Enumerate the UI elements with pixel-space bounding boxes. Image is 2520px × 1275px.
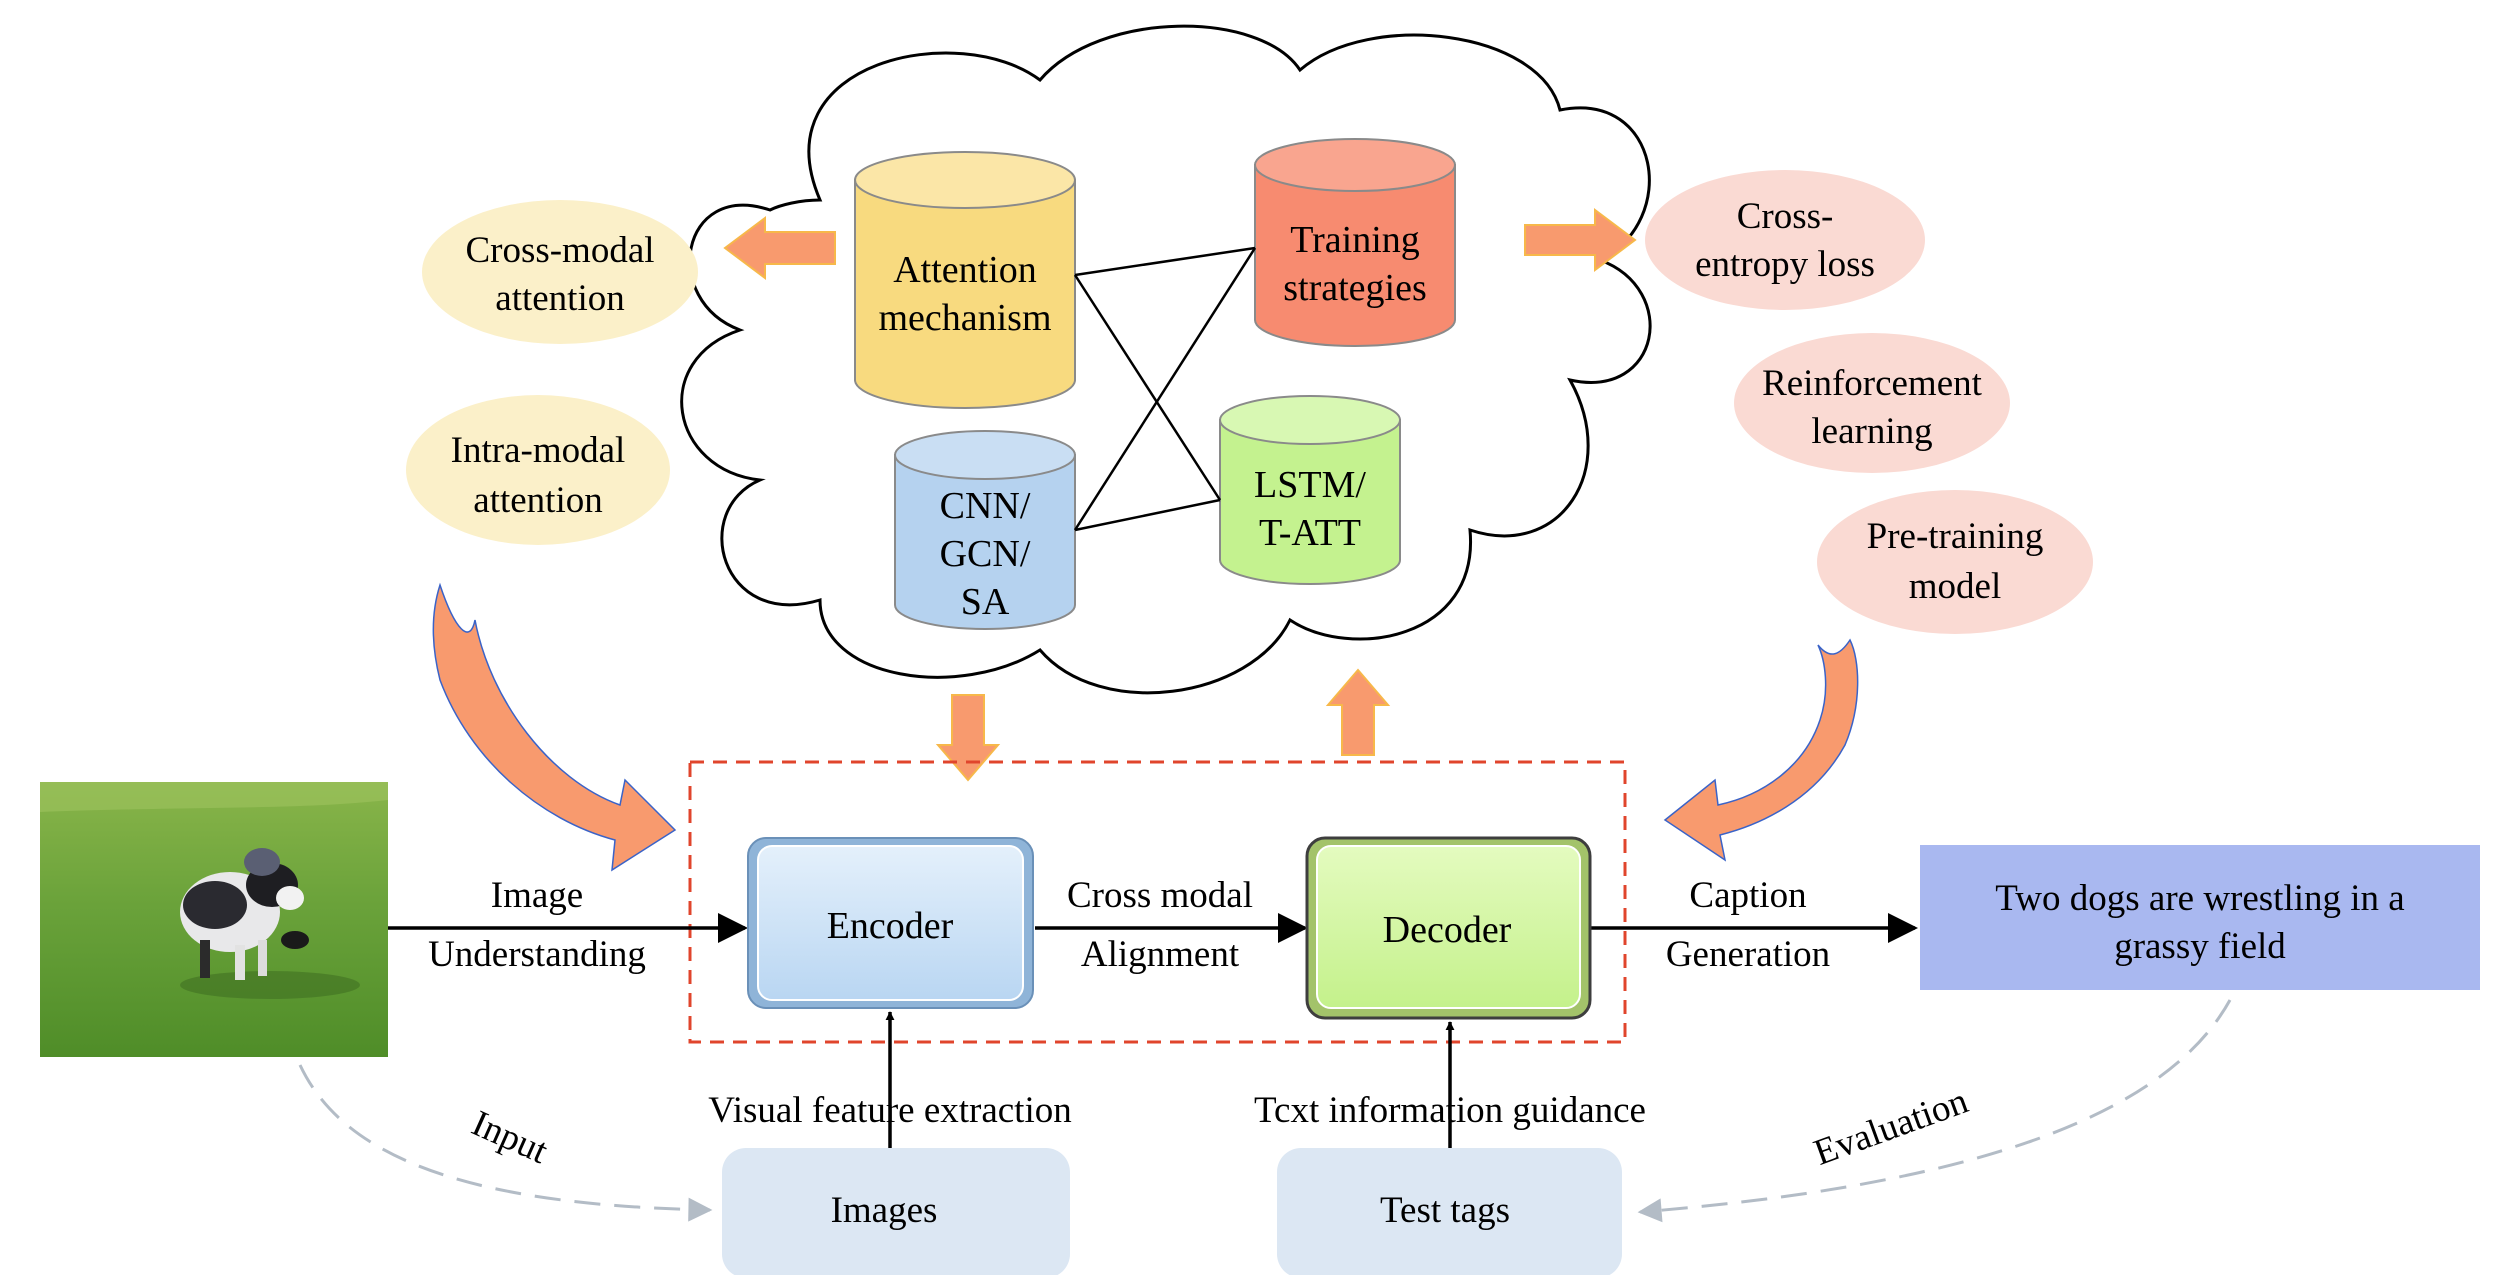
cross-modal-label-2: attention: [495, 278, 624, 319]
training-strategies-label: Training: [1290, 219, 1420, 261]
intra-modal-label-2: attention: [473, 480, 602, 521]
reinforcement-learning-oval: Reinforcement learning: [1734, 333, 2010, 473]
decoder-label: Decoder: [1383, 909, 1512, 951]
evaluation-label: Evaluation: [1809, 1081, 1974, 1174]
input-label: Input: [466, 1103, 555, 1173]
visual-feature-label: Visual feature extraction: [708, 1090, 1072, 1131]
cloud-shape: [680, 24, 1652, 695]
arrow-to-cross-modal: [723, 216, 836, 280]
output-caption-text-2: grassy field: [2114, 926, 2286, 967]
intra-modal-label: Intra-modal: [451, 430, 626, 471]
cross-modal-alignment-label: Cross modal: [1067, 875, 1253, 916]
cnn-label: CNN/: [940, 485, 1031, 527]
images-label: Images: [831, 1190, 938, 1231]
training-strategies-label-2: strategies: [1283, 267, 1427, 309]
curved-arrow-left: [432, 582, 677, 872]
attention-mechanism-label-2: mechanism: [878, 297, 1051, 339]
output-caption-box: Two dogs are wrestling in a grassy field: [1920, 845, 2480, 990]
lstm-label: LSTM/: [1254, 464, 1366, 506]
reinforcement-label: Reinforcement: [1762, 363, 1983, 404]
caption-generation-label-2: Generation: [1666, 934, 1830, 975]
dog-photo: [40, 782, 388, 1057]
arrow-cloud-to-encoder: [935, 694, 1001, 782]
image-understanding-label-2: Understanding: [428, 934, 646, 975]
input-arrow: [298, 1064, 713, 1222]
curved-arrow-right: [1663, 638, 1859, 862]
reinforcement-label-2: learning: [1811, 411, 1932, 452]
intra-modal-attention-oval: Intra-modal attention: [406, 395, 670, 545]
evaluation-arrow: [1637, 999, 2232, 1223]
cross-modal-alignment-label-2: Alignment: [1081, 934, 1240, 975]
cross-entropy-loss-oval: Cross- entropy loss: [1645, 170, 1925, 310]
encoder-label: Encoder: [827, 905, 954, 947]
encoder-box: Encoder: [747, 837, 1034, 1009]
sa-label: SA: [961, 581, 1010, 623]
pre-training-label: Pre-training: [1867, 516, 2044, 557]
text-guidance-label: Tcxt information guidance: [1254, 1090, 1646, 1131]
arrow-to-cross-entropy: [1524, 208, 1637, 272]
image-understanding-label: Image: [491, 875, 583, 916]
images-box: Images: [722, 1148, 1070, 1275]
gcn-label: GCN/: [940, 533, 1031, 575]
arrow-decoder-to-cloud: [1325, 668, 1391, 756]
cross-entropy-label-2: entropy loss: [1695, 244, 1875, 285]
attention-mechanism-label: Attention: [893, 249, 1037, 291]
caption-generation-label: Caption: [1689, 875, 1806, 916]
output-caption-text: Two dogs are wrestling in a: [1995, 878, 2404, 919]
attention-mechanism-cylinder: Attention mechanism: [854, 151, 1076, 409]
training-strategies-cylinder: Training strategies: [1254, 138, 1456, 347]
decoder-box: Decoder: [1305, 836, 1592, 1020]
encoder-decoder-frame: [688, 760, 1627, 1044]
cnn-gcn-sa-cylinder: CNN/ GCN/ SA: [894, 430, 1076, 630]
test-tags-box: Test tags: [1277, 1148, 1622, 1275]
cross-modal-attention-oval: Cross-modal attention: [422, 200, 698, 344]
test-tags-label: Test tags: [1380, 1190, 1510, 1231]
pre-training-label-2: model: [1909, 566, 2001, 607]
cross-entropy-label: Cross-: [1737, 196, 1834, 237]
pre-training-model-oval: Pre-training model: [1817, 490, 2093, 634]
lstm-tatt-cylinder: LSTM/ T-ATT: [1219, 395, 1401, 585]
tatt-label: T-ATT: [1259, 512, 1361, 554]
cylinder-connections: [1073, 246, 1257, 532]
feature-arrows: [885, 1011, 1455, 1148]
cross-modal-label: Cross-modal: [465, 230, 654, 271]
